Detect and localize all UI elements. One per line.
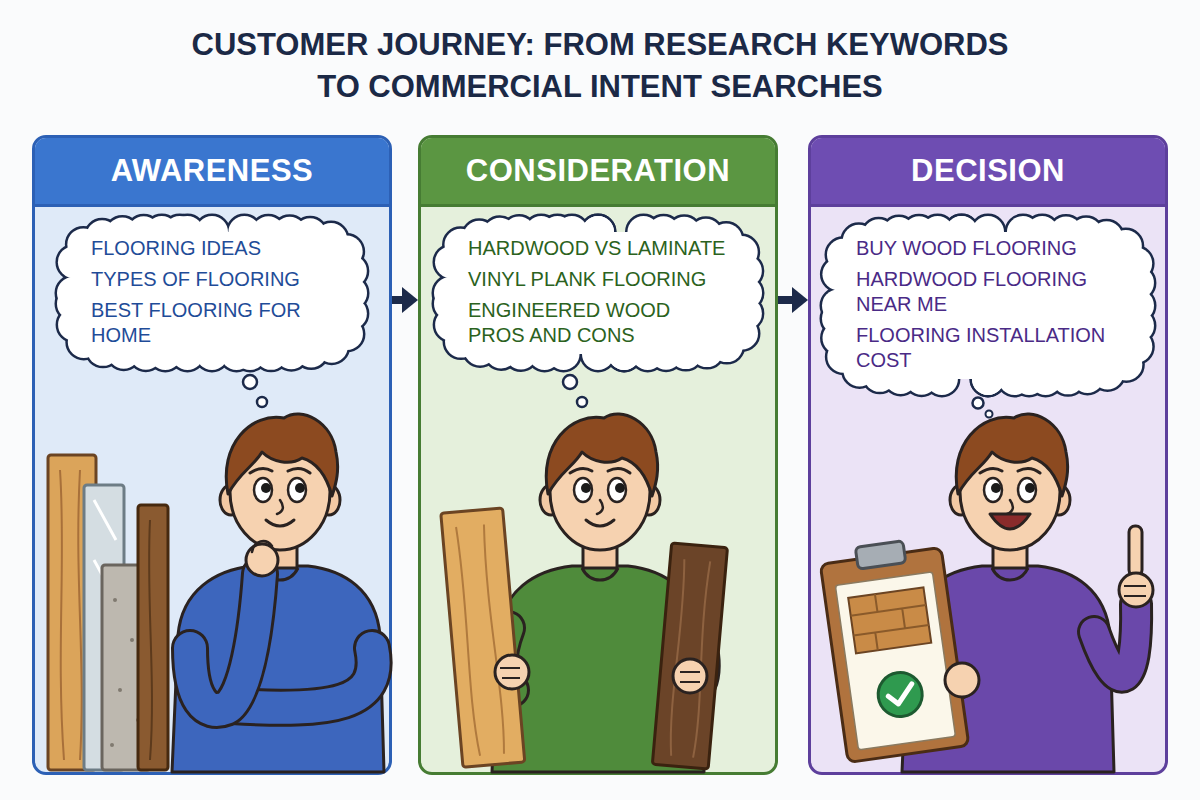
flooring-samples	[110, 743, 114, 747]
person-figure	[582, 568, 618, 580]
keyword-text: ENGINEERED WOOD PROS AND CONS	[468, 298, 698, 348]
keyword-text: VINYL PLANK FLOORING	[468, 267, 728, 292]
keyword-text: TYPES OF FLOORING	[91, 267, 331, 292]
flow-arrow	[778, 296, 792, 304]
thought-dots	[563, 375, 577, 389]
clipboard	[875, 670, 925, 720]
cloud-fill	[434, 216, 762, 370]
cloud-outline	[822, 216, 1154, 395]
person-figure	[992, 568, 1028, 580]
person-hands	[1124, 586, 1146, 596]
flooring-samples	[60, 470, 82, 760]
wood-plank	[456, 524, 506, 756]
thought-dots	[973, 398, 984, 409]
clipboard	[855, 541, 906, 569]
keyword-text: FLOORING IDEAS	[91, 236, 331, 261]
cloud-fill	[450, 232, 746, 354]
keyword-text: HARDWOOD FLOORING NEAR ME	[856, 267, 1118, 317]
person-figure	[586, 520, 614, 526]
flooring-samples	[138, 505, 168, 770]
person-figure	[246, 544, 278, 576]
flooring-samples	[130, 638, 134, 642]
stage-heading: CONSIDERATION	[421, 138, 775, 207]
keyword-text: BUY WOOD FLOORING	[856, 236, 1118, 261]
title-holder: CUSTOMER JOURNEY: FROM RESEARCH KEYWORDS…	[180, 24, 1020, 108]
thought-bubble: FLOORING IDEAS TYPES OF FLOORING BEST FLOO…	[57, 216, 367, 370]
cloud-outline	[57, 216, 367, 370]
keyword-text: FLOORING INSTALLATION COST	[856, 323, 1118, 373]
thought-dots	[577, 397, 587, 407]
person-figure	[172, 566, 384, 772]
clipboard	[848, 587, 931, 653]
person-hands	[495, 655, 529, 689]
flooring-samples	[149, 520, 152, 760]
flooring-samples	[118, 688, 122, 692]
stage-heading: DECISION	[811, 138, 1165, 207]
thought-bubble: BUY WOOD FLOORING HARDWOOD FLOORING NEAR …	[822, 216, 1154, 395]
thought-dots	[986, 411, 993, 418]
keyword-text: HARDWOOD VS LAMINATE	[468, 236, 728, 261]
person-figure	[190, 574, 260, 710]
person-figure	[190, 574, 260, 710]
cloud-fill	[73, 232, 351, 354]
person-hands	[673, 659, 707, 693]
person-figure	[990, 514, 1030, 529]
flow-arrow	[392, 296, 402, 304]
cloud-fill	[57, 216, 367, 370]
clipboard	[848, 587, 931, 653]
clipboard	[835, 572, 955, 750]
cloud-fill	[838, 232, 1138, 379]
thought-dots	[243, 375, 257, 389]
keyword-text: BEST FLOORING FOR HOME	[91, 298, 331, 348]
person-hands	[1129, 526, 1142, 576]
wood-plank	[667, 559, 712, 758]
person-hands	[495, 655, 707, 693]
person-hands	[1119, 573, 1153, 607]
clipboard	[820, 547, 969, 762]
person-figure	[252, 541, 272, 552]
person-hands	[680, 672, 700, 682]
person-hands	[945, 663, 979, 697]
cloud-outline	[434, 216, 762, 370]
cloud-fill	[822, 216, 1154, 395]
stage-heading: AWARENESS	[35, 138, 389, 207]
person-figure	[266, 520, 294, 526]
person-hands	[500, 668, 520, 678]
page-title: CUSTOMER JOURNEY: FROM RESEARCH KEYWORDS…	[180, 24, 1020, 108]
flooring-samples	[113, 598, 117, 602]
thought-bubble: HARDWOOD VS LAMINATE VINYL PLANK FLOORING…	[434, 216, 762, 370]
thought-dots	[257, 397, 267, 407]
clipboard	[887, 684, 914, 705]
